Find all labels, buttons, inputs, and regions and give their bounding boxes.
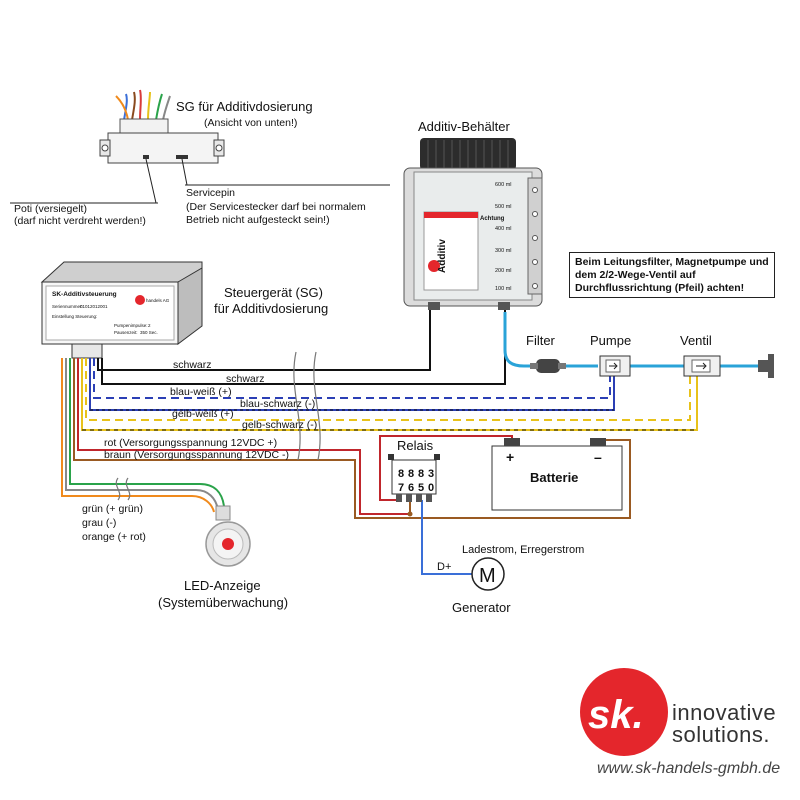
logo-mark: sk. [588,693,644,737]
relay-pin-top-2: 8 [408,468,414,480]
note-line-3: Durchflussrichtung (Pfeil) achten! [575,282,745,294]
wire-grau: grau (-) [82,517,116,529]
generator-icon [471,557,505,591]
servicepin-label: Servicepin [186,187,235,199]
device-pump-value: 2 [148,323,151,328]
led-label-1: LED-Anzeige [184,578,261,593]
container-achtung: Achtung [480,216,505,222]
nozzle-icon [758,354,774,378]
logo-line-1: innovative [672,700,777,725]
device-brand: handels AG [146,298,170,303]
relay-pin-bottom-1: 7 [398,482,404,494]
wire-gelb-schwarz: gelb-schwarz (-) [242,419,317,431]
device-label-title: SK-Additivsteuerung [52,291,117,298]
sk-logo [580,668,668,756]
website-link[interactable]: www.sk-handels-gmbh.de [597,760,781,777]
generator-label: Generator [452,600,511,615]
wire-schwarz-2: schwarz [226,373,265,385]
pumpe-label: Pumpe [590,333,631,348]
steuergeraet-label-1: Steuergerät (SG) [224,285,323,300]
device-config-label: Einstellung Steuerung: [52,314,97,319]
filter-icon [530,359,566,373]
wire-schwarz-1: schwarz [173,359,212,371]
svg-text:400 ml: 400 ml [495,226,512,232]
servicepin-note-1: (Der Servicestecker darf bei normalem [186,201,366,213]
generator-m: M [479,565,496,587]
sg-title: SG für Additivdosierung [176,99,313,114]
wire-blau-schwarz: blau-schwarz (-) [240,398,315,410]
svg-text:100 ml: 100 ml [495,286,512,292]
wire-blau-weiss: blau-weiß (+) [170,386,232,398]
pump-icon [599,355,631,377]
battery-label: Batterie [530,470,578,485]
ladestrom-label: Ladestrom, Erregerstrom [462,544,584,556]
relay-pin-top-3: 8 [418,468,424,480]
svg-text:200 ml: 200 ml [495,268,512,274]
note-line-2: dem 2/2-Wege-Ventil auf [575,269,696,281]
additiv-container-icon [403,138,543,310]
device-serial-label: Seriennummer: [52,304,83,309]
additiv-behaelter-label: Additiv-Behälter [418,119,510,134]
wire-braun: braun (Versorgungsspannung 12VDC -) [104,449,289,461]
device-pause-value: 350 Sec. [140,330,158,335]
relay-pin-bottom-3: 5 [418,482,424,494]
led-indicator-icon [205,505,251,567]
logo-line-2: solutions. [672,722,770,747]
relay-pin-top-1: 8 [398,468,404,480]
relais-label: Relais [397,438,434,453]
wire-orange: orange (+ rot) [82,531,146,543]
cable-break-marks [115,351,321,501]
ventil-label: Ventil [680,333,712,348]
poti-icon [143,155,149,159]
servicepin-note-2: Betrieb nicht aufgesteckt sein!) [186,214,330,226]
note-line-1: Beim Leitungsfilter, Magnetpumpe und [575,256,769,268]
steuergeraet-box-icon [40,261,203,359]
valve-icon [683,355,721,377]
device-pause-label: Pausenzeit: [114,330,138,335]
wire-rot: rot (Versorgungsspannung 12VDC +) [104,437,277,449]
battery-icon [491,438,623,511]
filter-label: Filter [526,333,556,348]
device-pump-label: Pumpenimpulse: [114,323,148,328]
steuergeraet-label-2: für Additivdosierung [214,301,328,316]
container-scale: 600 ml 500 ml 400 ml 300 ml 200 ml 100 m… [495,182,512,292]
poti-label: Poti (versiegelt) [14,203,87,215]
svg-text:600 ml: 600 ml [495,182,512,188]
servicepin-icon [176,155,188,159]
container-product: Additiv [437,239,448,273]
d-plus-label: D+ [437,561,451,573]
relay-pin-top-4: 3 [428,468,434,480]
relay-pin-bottom-4: 0 [428,482,434,494]
svg-text:500 ml: 500 ml [495,204,512,210]
relay-pin-bottom-2: 6 [408,482,414,494]
wire-gruen: grün (+ grün) [82,503,143,515]
battery-minus: – [594,449,602,465]
device-serial: 01012012001 [80,304,108,309]
sg-subtitle: (Ansicht von unten!) [204,117,297,129]
battery-plus: + [506,449,514,465]
led-label-2: (Systemüberwachung) [158,595,288,610]
flow-direction-note: Beim Leitungsfilter, Magnetpumpe und dem… [569,252,775,298]
relais-icon [388,454,440,517]
wire-gelb-weiss: gelb-weiß (+) [172,408,234,420]
sg-bottom-view [10,89,390,204]
poti-note: (darf nicht verdreht werden!) [14,215,146,227]
svg-text:300 ml: 300 ml [495,248,512,254]
